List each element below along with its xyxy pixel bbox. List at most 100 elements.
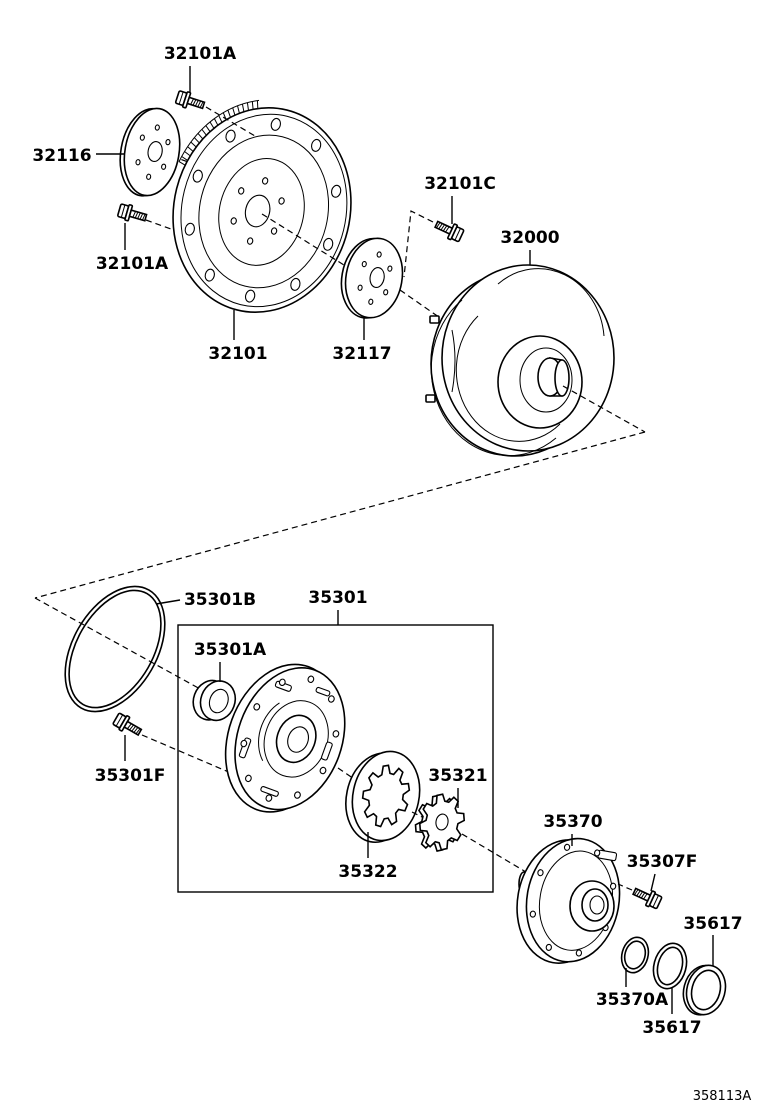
callout-labels: 32101A 32116 32101C 32000 32101A 32101 3…: [32, 44, 751, 1104]
bolt-35307f: [632, 887, 663, 910]
callout-35321: 35321: [428, 766, 487, 786]
bolt-thread: [129, 724, 134, 731]
bolt-head-edge: [454, 228, 461, 241]
ring-gear-tooth: [213, 118, 219, 126]
plate-front-center-hole: [147, 141, 163, 163]
plate-front-bolt-hole: [146, 173, 152, 180]
bolt-thread: [126, 723, 132, 730]
callout-35617-middle: 35617: [642, 1018, 701, 1038]
drive-plate-rim-hole: [192, 169, 203, 183]
drive-plate-bolt-hole: [278, 197, 285, 205]
pump-body-bolt-hole: [278, 678, 286, 687]
pump-body-bolt-holes: [240, 675, 340, 802]
drive-plate-rim-hole: [204, 268, 215, 282]
ring-gear-tooth: [227, 110, 231, 118]
plate-rear-center-hole: [369, 267, 385, 289]
oil-seal-35301a: [192, 679, 237, 722]
bolt-35301f: [112, 712, 143, 737]
pump-body-bolt-hole: [244, 774, 252, 783]
pump-body-crescent: [258, 702, 280, 761]
ring-gear-tooth: [197, 133, 204, 140]
ring-outer-inner: [690, 969, 722, 1011]
leader-lines: [96, 66, 714, 1014]
ring-gear-teeth: [178, 99, 260, 166]
drive-plate-inner-ring: [198, 134, 330, 289]
stator-flange-hole: [545, 943, 552, 951]
stator-flange-hole: [575, 949, 583, 957]
drive-plate-32101: [172, 99, 352, 313]
drive-plate-rim-hole: [290, 277, 301, 291]
drive-plate-hub-face: [218, 158, 305, 266]
plate-front-bolt-hole: [165, 138, 171, 146]
bolt-thread: [438, 223, 443, 230]
ring-gear-tooth: [181, 156, 188, 161]
callout-35322: 35322: [338, 862, 397, 882]
bolt-thread: [135, 728, 141, 735]
callout-35307f: 35307F: [627, 852, 698, 872]
callout-35301b: 35301B: [184, 590, 256, 610]
bolt-thread: [192, 99, 197, 106]
drive-plate-rim-hole: [323, 237, 334, 251]
pump-body-bolt-hole: [327, 695, 335, 703]
callout-32101a-upper: 32101A: [164, 44, 237, 64]
bolt-thread: [636, 890, 641, 897]
bolt-thread: [132, 211, 136, 218]
ring-gear-tooth: [251, 101, 254, 110]
plate-front-bolt-hole: [154, 124, 160, 131]
plate-32117: [340, 237, 404, 319]
drive-plate-rim-hole: [310, 138, 322, 152]
oil-pump-assembly-box: [177, 624, 494, 893]
pump-body-bolt-hole: [319, 766, 327, 775]
ring-gear-tooth: [184, 151, 191, 157]
callout-35617-outer: 35617: [683, 914, 742, 934]
pump-body-bolt-hole: [294, 791, 301, 799]
pump-body-bolt-hole: [307, 675, 315, 683]
stator-flange-hole: [609, 882, 617, 890]
bolt-thread: [131, 725, 137, 732]
drive-plate-rim-hole: [184, 222, 195, 236]
bolt-thread: [442, 225, 448, 232]
drive-plate-bolt-hole: [246, 237, 254, 245]
callout-35301a: 35301A: [194, 640, 267, 660]
o-ring-inner: [68, 589, 162, 709]
drive-plate-holes: [184, 117, 342, 303]
callout-35301: 35301: [308, 588, 367, 608]
ring-gear-tooth: [237, 105, 240, 114]
ring-gear-tooth: [256, 100, 259, 109]
pump-body-slot: [320, 741, 333, 761]
guide-gear-large-to-gear-small: [411, 811, 425, 819]
bolt-head-edge: [120, 204, 126, 218]
stator-flange-hole: [563, 843, 571, 851]
bolt-head-edge: [178, 91, 184, 105]
stator-flange-hole: [537, 869, 544, 877]
plate-front-bolt-hole: [161, 163, 167, 170]
drive-plate-rim: [180, 113, 348, 308]
converter-stud-upper: [429, 315, 440, 324]
bolt-thread: [194, 100, 199, 107]
pump-body-bolt-hole: [265, 794, 273, 802]
bolt-thread: [139, 213, 144, 220]
bolt-thread: [133, 727, 139, 733]
pump-body-bolt-hole: [332, 730, 340, 738]
torque-converter-32000: [425, 264, 615, 457]
ring-gear-band: [178, 99, 260, 162]
guide-bolt-32101c: [403, 210, 434, 278]
drive-plate-center-hole: [244, 194, 271, 228]
guide-gear-small-to-stator: [461, 833, 527, 873]
ring-gear-tooth: [241, 104, 245, 112]
guide-drive-plate-to-plate-rear: [261, 213, 353, 271]
bolt-thread: [638, 891, 643, 898]
callout-35301f: 35301F: [95, 766, 166, 786]
stator-bore: [589, 895, 605, 915]
bolt-shank: [186, 96, 206, 110]
ring-gear-tooth: [205, 125, 211, 133]
driven-gear-35322: [345, 750, 421, 844]
plate-rear-bolt-hole: [357, 284, 363, 291]
converter-stud-lower: [425, 394, 436, 403]
converter-face-curve-left: [451, 329, 456, 393]
bolt-32101a-lower: [117, 203, 148, 222]
oil-seal-bore: [208, 688, 229, 714]
ring-gear-tooth: [246, 102, 249, 111]
gear-large-internal-teeth: [361, 764, 411, 828]
